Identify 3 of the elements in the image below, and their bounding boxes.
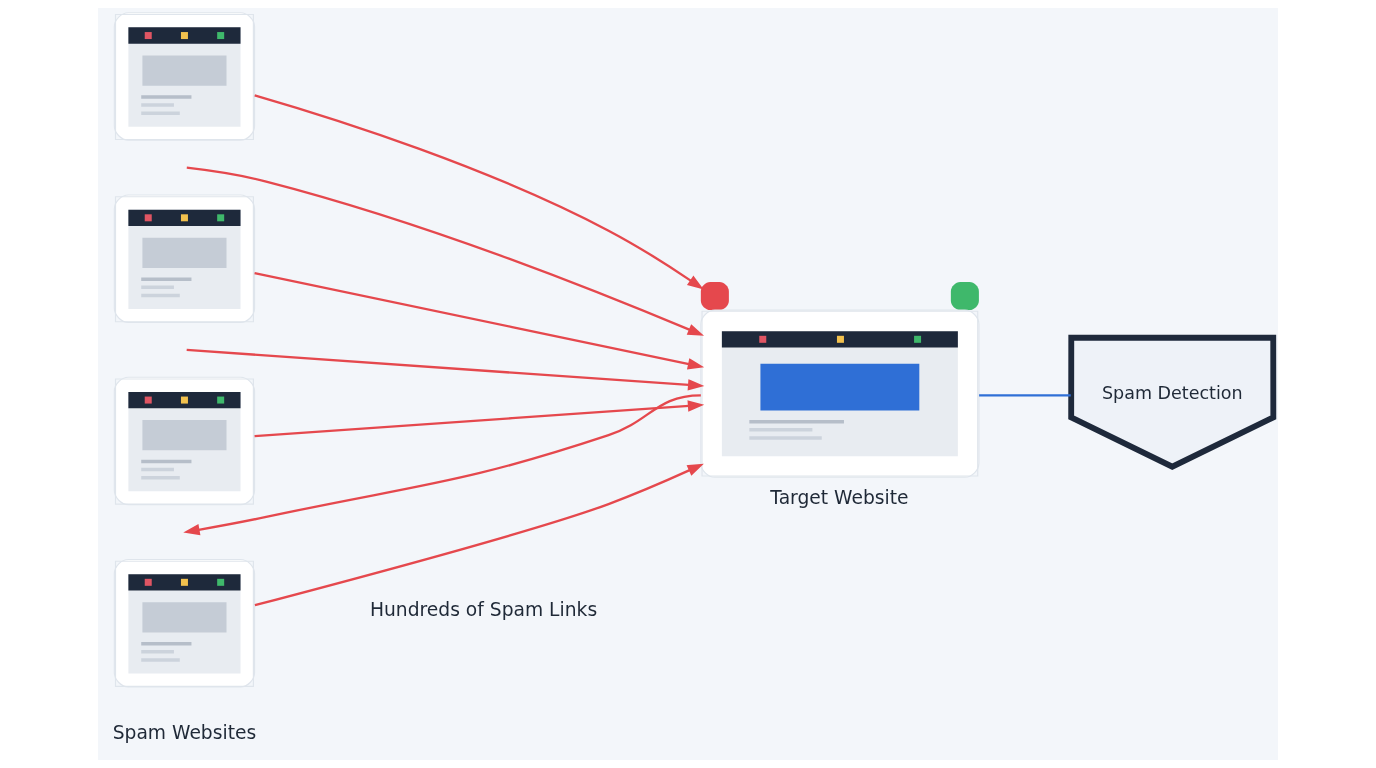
label: Hundreds of Spam Links: [369, 598, 598, 620]
label: Spam Websites: [112, 721, 257, 743]
node-label: Target Website: [770, 486, 909, 508]
